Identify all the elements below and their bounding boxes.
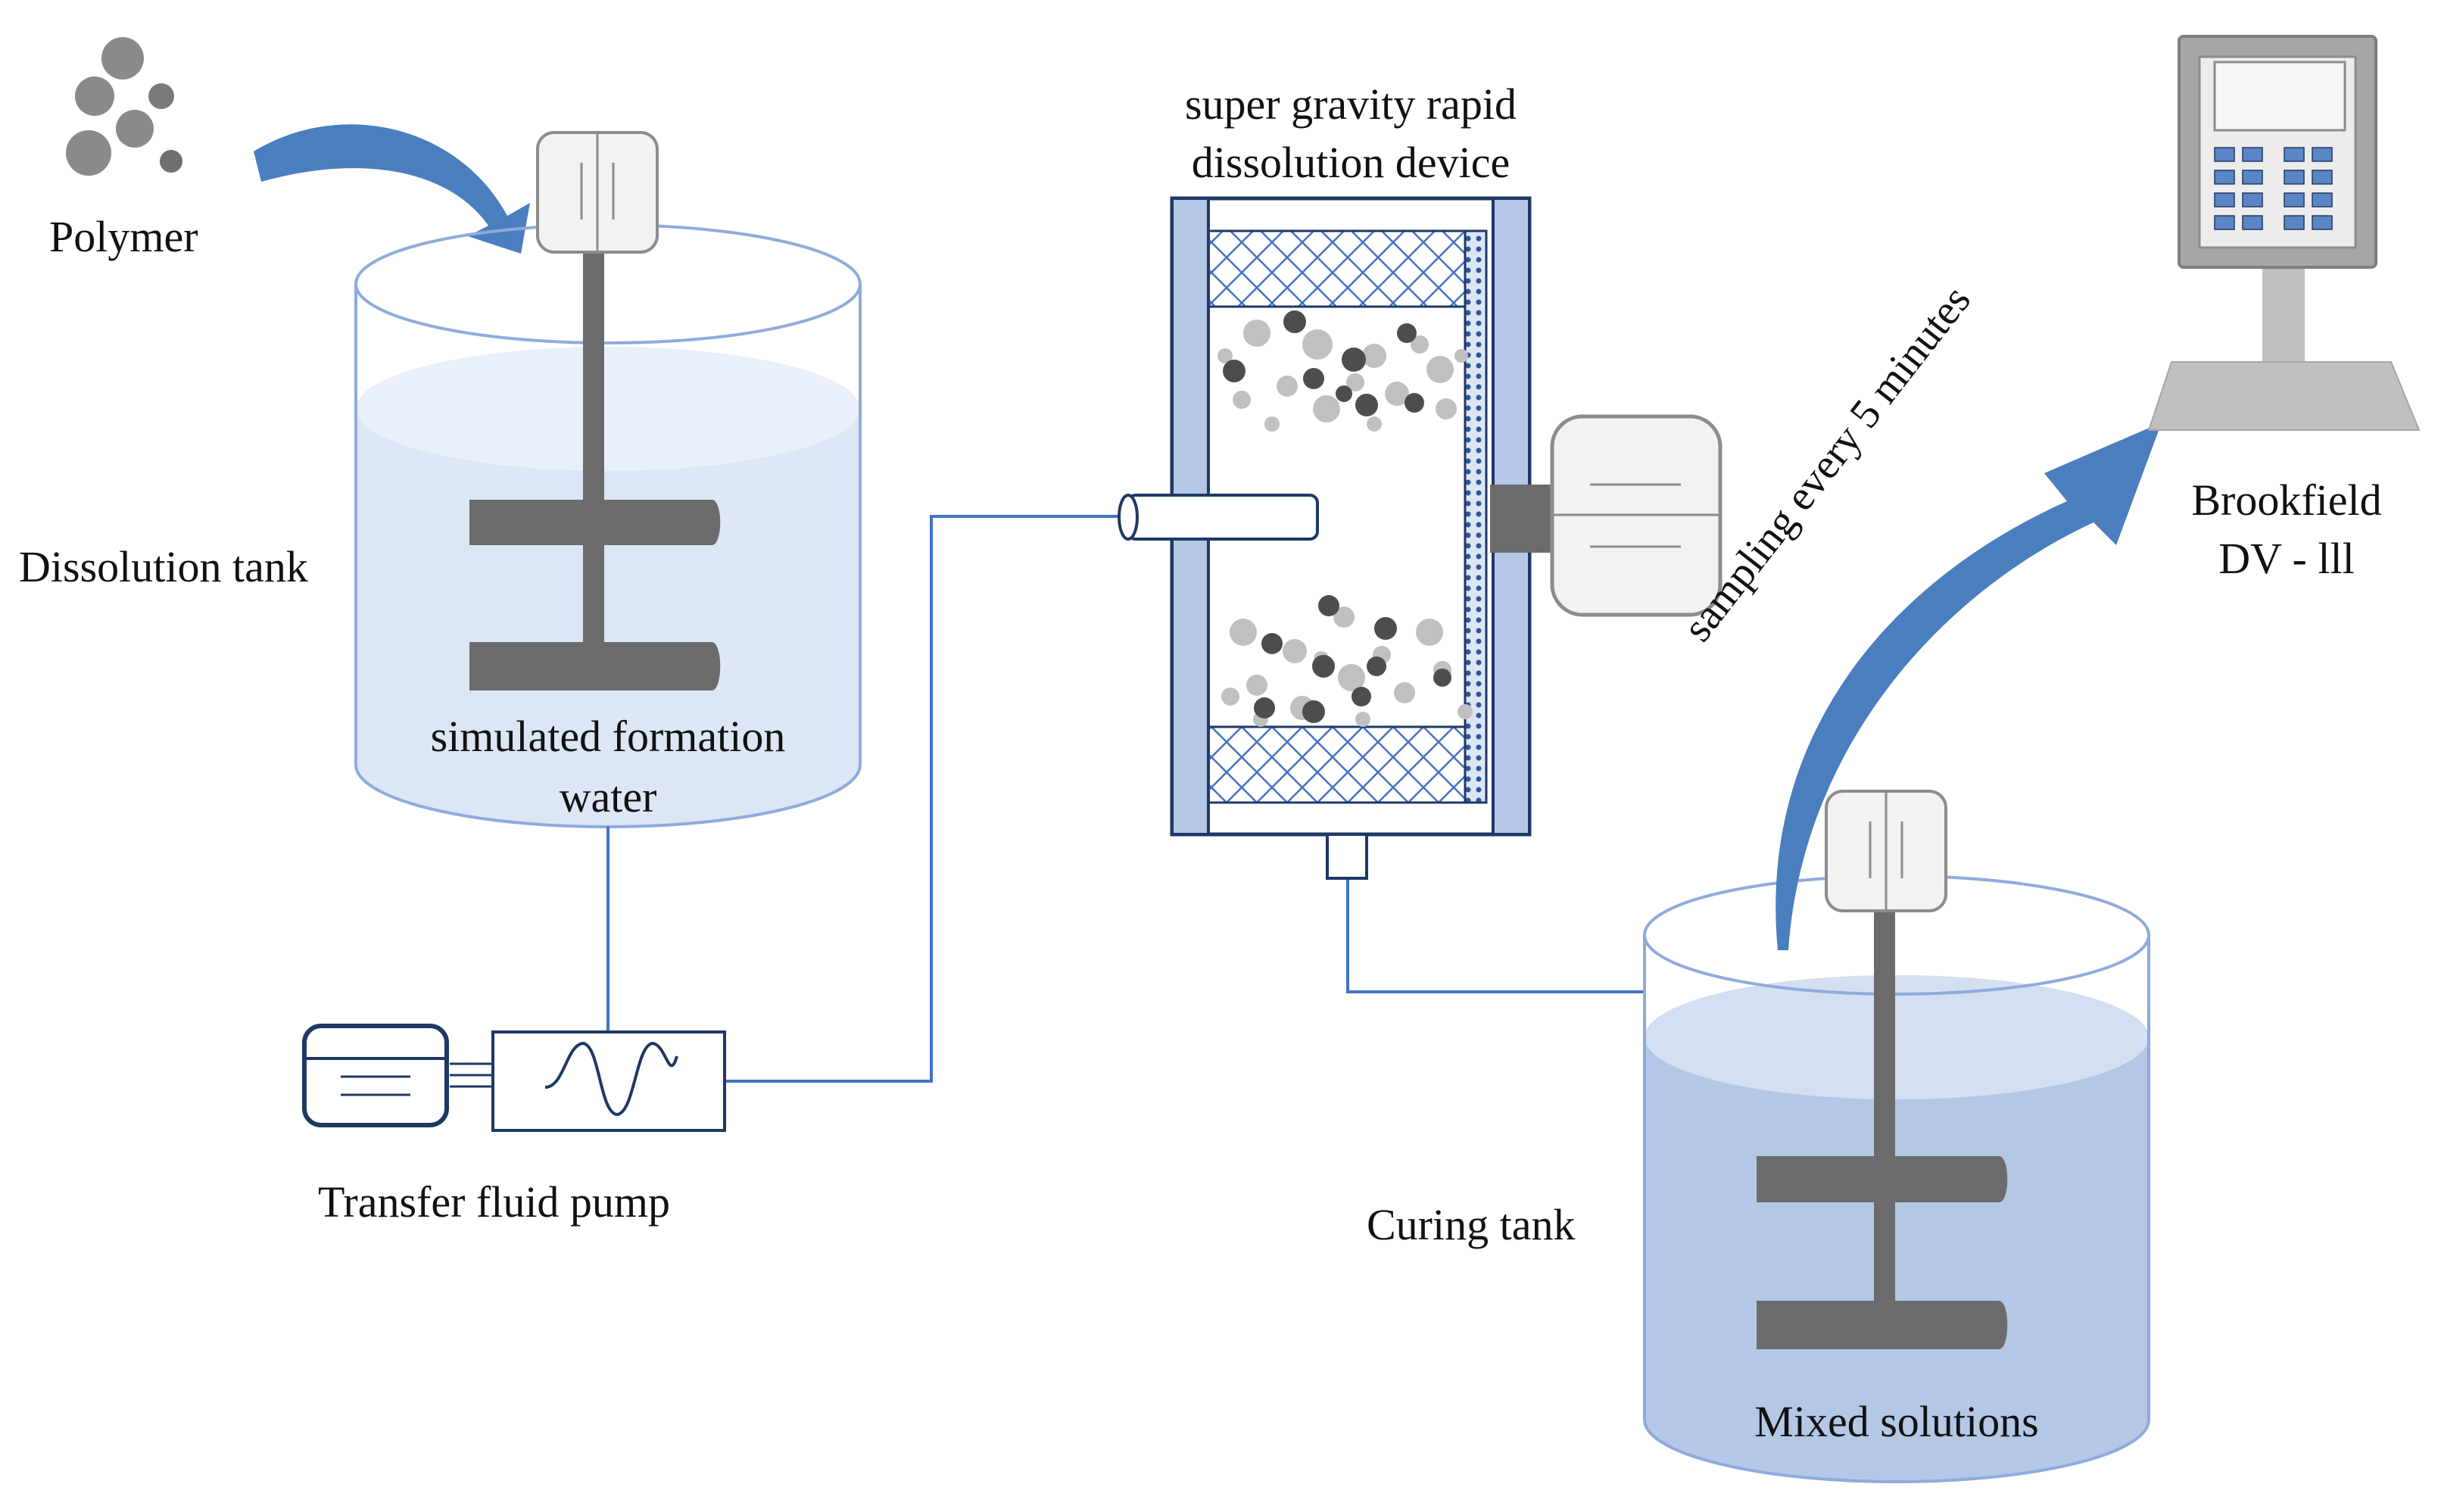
transfer-pump xyxy=(302,1024,726,1132)
simulated-water-label-line1: simulated formation xyxy=(430,712,786,761)
dissolution-tank-label: Dissolution tank xyxy=(19,542,308,591)
transfer-pump-label: Transfer fluid pump xyxy=(318,1177,671,1227)
pipes xyxy=(450,515,1645,1088)
device-label-line2: dissolution device xyxy=(1191,138,1510,187)
polymer-feed-arrow xyxy=(254,124,530,254)
dissolution-device xyxy=(1118,196,1722,880)
mixed-solutions-label: Mixed solutions xyxy=(1754,1397,2039,1446)
wave-icon xyxy=(544,1041,678,1117)
brookfield-label-line1: Brookfield xyxy=(2191,475,2382,525)
polymer-particles-icon xyxy=(66,37,182,176)
device-label-line1: super gravity rapid xyxy=(1184,79,1517,129)
curing-tank-label: Curing tank xyxy=(1367,1200,1576,1249)
sampling-arrow xyxy=(1776,422,2162,950)
curing-tank xyxy=(1643,790,2150,1483)
particles-bottom xyxy=(1221,595,1473,727)
simulated-water-label-line2: water xyxy=(559,772,657,821)
brookfield-label-line2: DV - lll xyxy=(2218,534,2355,583)
particles-top xyxy=(1217,310,1468,432)
polymer-label: Polymer xyxy=(49,212,198,261)
viscometer-icon xyxy=(2147,35,2421,431)
dissolution-tank xyxy=(354,131,862,828)
